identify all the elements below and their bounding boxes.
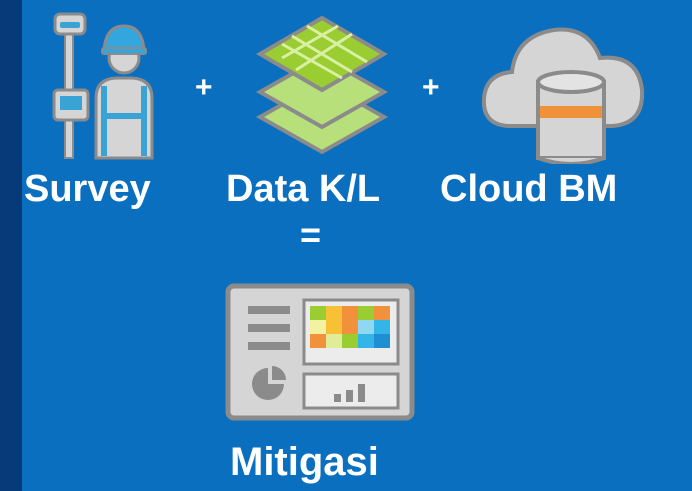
left-stripe bbox=[0, 0, 22, 491]
cloud-label: Cloud BM bbox=[440, 168, 618, 210]
equals-operator: = bbox=[300, 214, 322, 255]
dashboard-icon bbox=[224, 282, 416, 422]
surveyor-icon bbox=[48, 8, 158, 160]
result-label: Mitigasi bbox=[230, 440, 379, 484]
data-label: Data K/L bbox=[226, 168, 381, 210]
plus-operator-2: + bbox=[422, 71, 440, 104]
survey-label: Survey bbox=[24, 168, 151, 210]
plus-operator-1: + bbox=[195, 71, 213, 104]
map-layers-icon bbox=[252, 12, 392, 162]
cloud-database-icon bbox=[478, 14, 650, 166]
